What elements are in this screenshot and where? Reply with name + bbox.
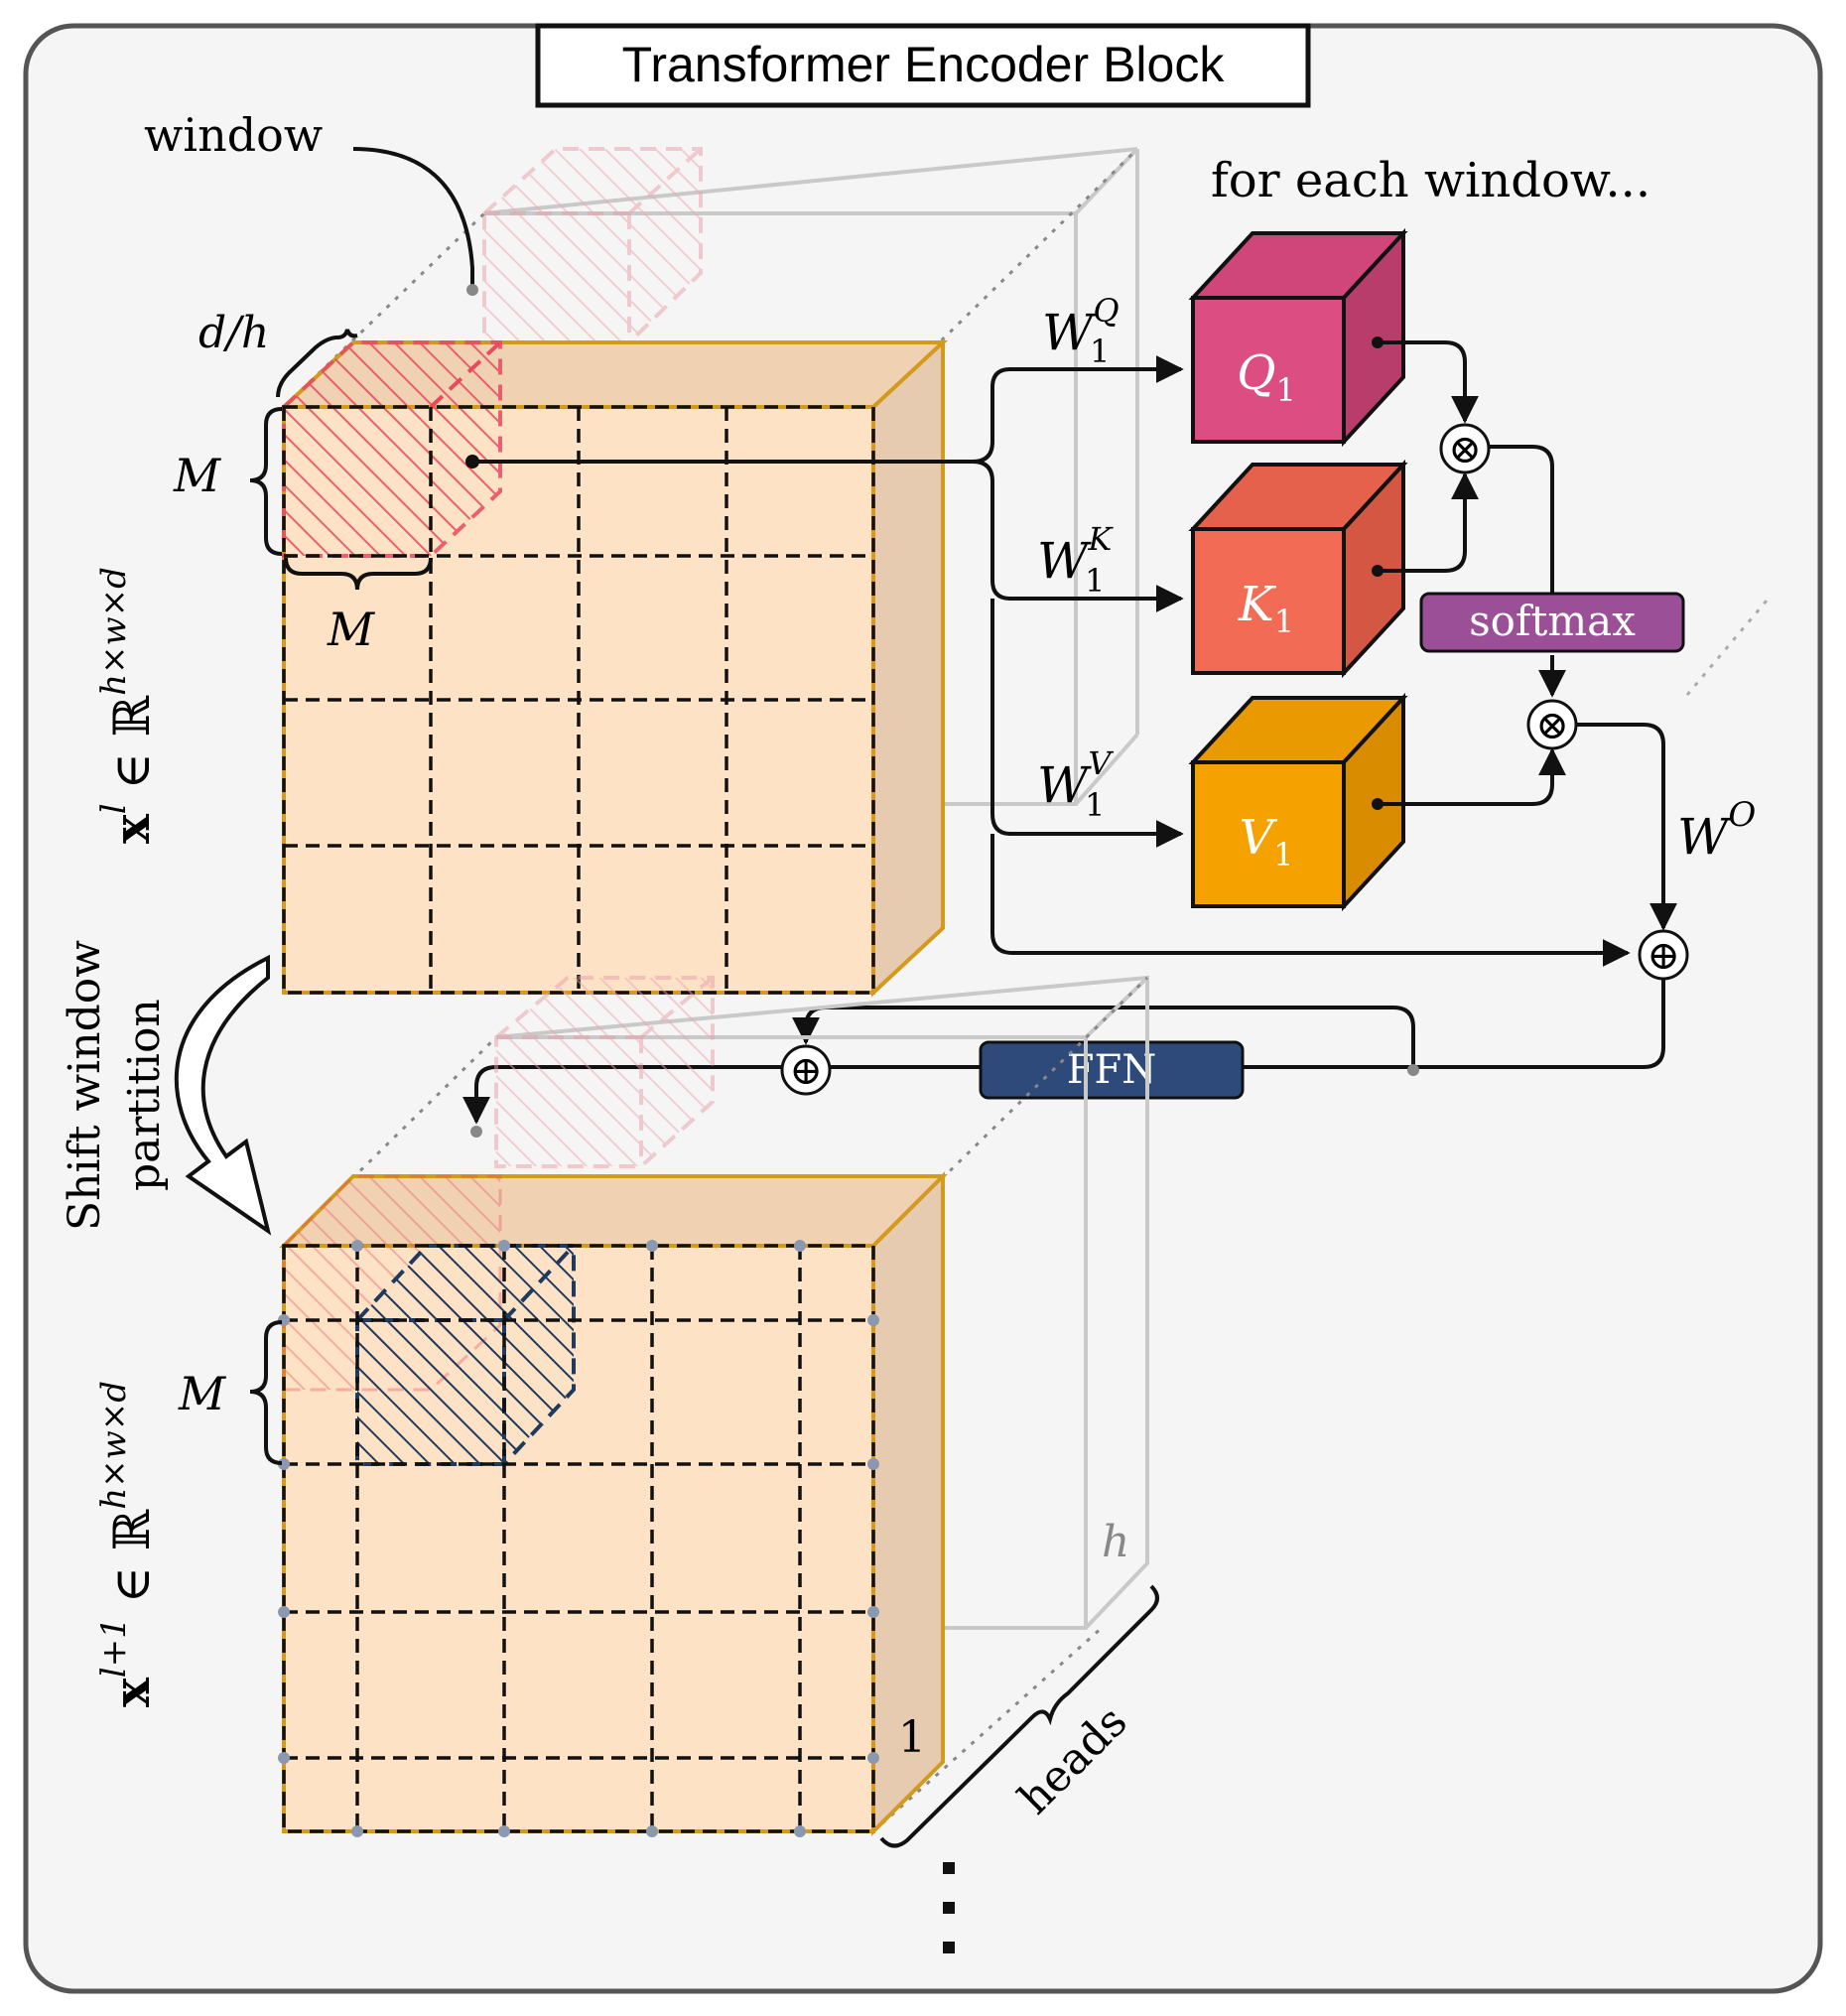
wv-label: WV 1 (1037, 744, 1114, 824)
svg-text:FFN: FFN (1067, 1047, 1157, 1093)
svg-text:Q1: Q1 (1237, 345, 1296, 409)
m-label-lower: M (178, 1367, 227, 1420)
window-label: window (144, 108, 323, 162)
m-label-upper-left: M (173, 449, 222, 502)
lower-grid-dots (278, 1240, 879, 1837)
window-pointer (352, 147, 474, 288)
lower-head-stack (282, 975, 1149, 1833)
svg-text:WK: WK (1037, 520, 1114, 590)
heads-brace (879, 1584, 1159, 1848)
svg-text:1: 1 (1090, 333, 1110, 370)
svg-text:partition: partition (119, 999, 170, 1191)
m-brace-vertical (249, 407, 283, 556)
vertical-ellipsis (943, 1862, 955, 1953)
svg-text:softmax: softmax (1469, 597, 1636, 645)
attention-wires (462, 340, 1677, 1125)
query-cube: Q1 (1188, 227, 1408, 448)
wo-label: WO (1677, 795, 1756, 866)
input-xl-label: xl∈ ℝh×w×d (94, 567, 161, 844)
svg-text:⊗: ⊗ (1535, 703, 1569, 748)
head-index-h: h (1102, 1517, 1129, 1567)
wq-label: WQ 1 (1042, 292, 1120, 370)
key-cube: K1 (1188, 459, 1408, 679)
title-box (535, 23, 1311, 108)
svg-text:⊗: ⊗ (1448, 427, 1482, 472)
svg-text:Shift window: Shift window (60, 940, 110, 1231)
ghost-window-lower (494, 976, 715, 1168)
svg-text:WQ: WQ (1042, 292, 1120, 361)
for-each-window-label: for each window... (1211, 153, 1650, 208)
wk-label: WK 1 (1037, 520, 1114, 600)
residual-add-1: ⊕ (1638, 929, 1689, 981)
lower-grid (282, 1244, 875, 1833)
upper-tensor (278, 337, 949, 998)
svg-text:V1: V1 (1239, 810, 1293, 874)
svg-text:1: 1 (1085, 786, 1105, 824)
svg-text:K1: K1 (1238, 577, 1294, 640)
svg-text:1: 1 (1085, 562, 1105, 600)
shifted-window (355, 1244, 576, 1466)
matmul-v: ⊗ (1526, 699, 1578, 750)
shift-label: Shift window partition (60, 940, 170, 1231)
output-xl1-label: xl+1∈ ℝh×w×d (94, 1381, 161, 1707)
svg-text:xl+1∈ ℝh×w×d: xl+1∈ ℝh×w×d (94, 1381, 161, 1707)
svg-text:⊕: ⊕ (1647, 933, 1680, 979)
qkv-branch-lines (472, 355, 1631, 967)
residual-add-2: ⊕ (780, 1044, 832, 1096)
shift-arrow (174, 954, 272, 1236)
value-cube: V1 (1188, 692, 1408, 912)
svg-text:⊕: ⊕ (789, 1048, 823, 1094)
head-index-1: 1 (898, 1712, 926, 1763)
ghost-window-upper (482, 147, 703, 344)
softmax-box: softmax (1419, 592, 1685, 653)
m-brace-horizontal (284, 557, 433, 591)
block-title: Transformer Encoder Block (622, 37, 1226, 92)
matmul-qk: ⊗ (1439, 423, 1491, 474)
svg-text:xl∈ ℝh×w×d: xl∈ ℝh×w×d (94, 567, 161, 844)
ffn-box: FFN (979, 1040, 1245, 1100)
dh-brace (276, 329, 358, 398)
lower-tensor (278, 1171, 948, 1837)
svg-text:WV: WV (1037, 744, 1114, 814)
dh-label: d/h (198, 308, 269, 358)
m-brace-lower (249, 1320, 283, 1465)
upper-tensor-side (871, 337, 945, 998)
m-label-upper-bottom: M (327, 603, 376, 656)
